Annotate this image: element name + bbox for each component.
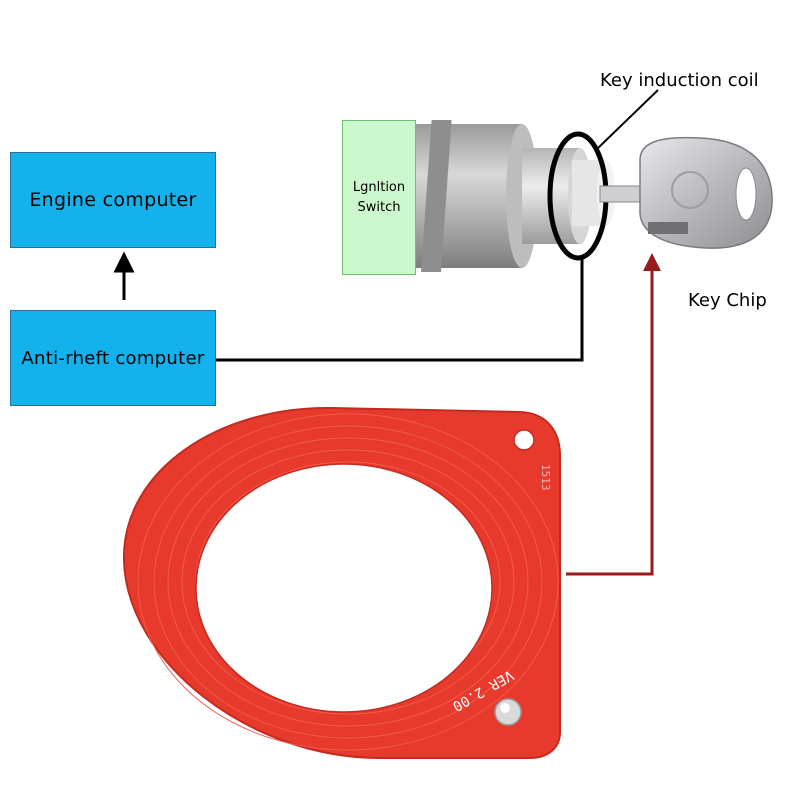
pcb-trace-2 <box>153 425 543 739</box>
coil-to-antitheft-wire <box>216 258 584 362</box>
cylinder-groove <box>420 120 452 272</box>
ignition-label-line1: Lgnltion <box>352 179 406 195</box>
key-image <box>599 136 773 249</box>
key-logo <box>671 171 709 209</box>
pcb-led-highlight <box>500 703 510 713</box>
ignition-cylinder <box>412 120 615 272</box>
key-chip-label: Key Chip <box>688 290 767 311</box>
ignition-label-line2: Switch <box>357 199 401 215</box>
pcb-trace-3 <box>167 437 529 727</box>
key-chip-area <box>648 222 688 234</box>
antitheft-computer-label: Anti-rheft computer <box>21 347 205 369</box>
pcb-coil: VER 2.00 1513 <box>122 406 561 759</box>
key-head <box>639 136 773 249</box>
pcb-mount-hole <box>513 429 535 451</box>
pcb-trace-1 <box>137 413 559 751</box>
pcb-trace-4 <box>181 449 515 715</box>
pcb-center-hole <box>195 463 493 713</box>
coil-pointer-line <box>597 89 659 149</box>
ignition-switch-box: Lgnltion Switch <box>342 120 416 275</box>
pcb-code-text: 1513 <box>539 464 552 491</box>
key-ring-hole <box>735 167 757 221</box>
engine-computer-box: Engine computer <box>10 152 216 248</box>
pcb-to-key-chip-arrow <box>566 253 661 576</box>
key-induction-coil-label: Key induction coil <box>600 70 759 91</box>
antitheft-computer-box: Anti-rheft computer <box>10 310 216 406</box>
engine-computer-label: Engine computer <box>29 189 197 211</box>
